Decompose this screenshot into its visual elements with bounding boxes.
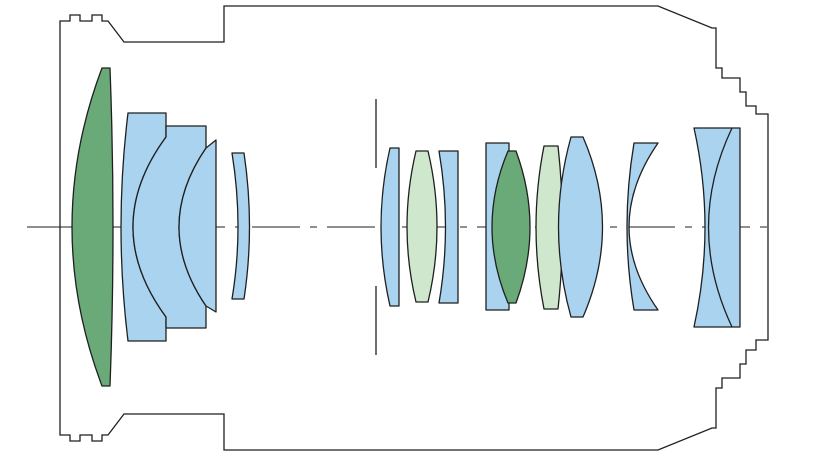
lens-element-1 xyxy=(71,67,114,387)
lens-element-14 xyxy=(693,127,741,328)
lens-element-12 xyxy=(557,136,604,318)
lens-element-8 xyxy=(438,150,459,304)
lens-element-14-inner-surface xyxy=(707,127,733,328)
lens-barrel-outline xyxy=(59,5,769,451)
lens-element-7 xyxy=(406,150,438,303)
lens-element-4 xyxy=(178,139,217,313)
lens-element-5 xyxy=(231,152,251,300)
lens-element-6 xyxy=(380,147,400,307)
lens-element-10 xyxy=(491,150,531,304)
lens-element-13 xyxy=(626,142,659,311)
